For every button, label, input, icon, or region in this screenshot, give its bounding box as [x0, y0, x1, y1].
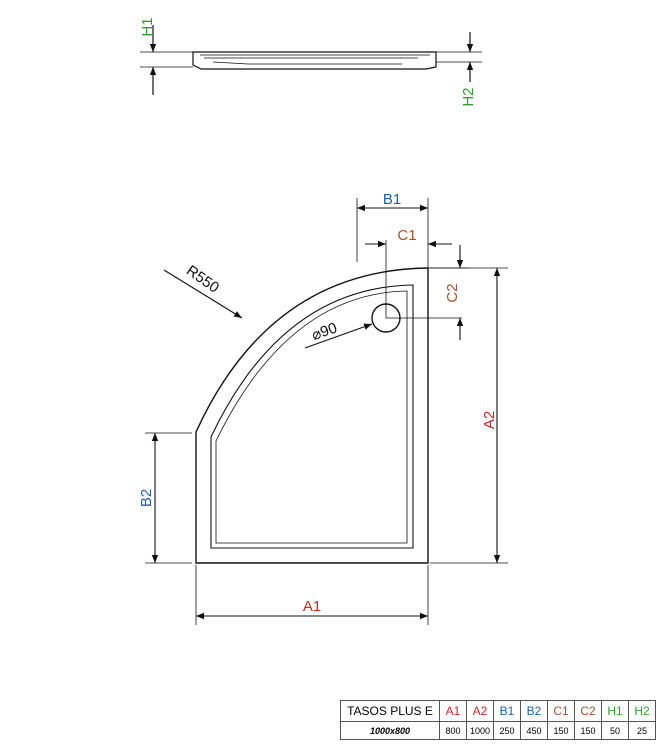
side-view: [140, 25, 482, 95]
spec-header-b2: B2: [520, 700, 548, 722]
spec-header-c2: C2: [574, 700, 602, 722]
spec-table: TASOS PLUS E A1 A2 B1 B2 C1 C2 H1 H2 100…: [340, 700, 656, 740]
spec-value-h2: 25: [628, 721, 656, 740]
spec-value-row: 1000x800 800 1000 250 450 150 150 50 25: [340, 721, 656, 740]
spec-value-b2: 450: [520, 721, 548, 740]
spec-header-h2: H2: [628, 700, 656, 722]
spec-header-b1: B1: [493, 700, 521, 722]
label-b1: B1: [383, 191, 401, 208]
tray-side-profile: [192, 51, 437, 70]
plan-view: [145, 198, 508, 625]
spec-value-h1: 50: [601, 721, 629, 740]
label-c1: C1: [397, 227, 416, 244]
spec-header-row: TASOS PLUS E A1 A2 B1 B2 C1 C2 H1 H2: [340, 700, 656, 722]
spec-value-a1: 800: [439, 721, 467, 740]
label-a2: A2: [481, 411, 498, 429]
label-drain-diameter: ⌀90: [309, 319, 339, 344]
spec-header-c1: C1: [547, 700, 575, 722]
spec-header-a2: A2: [466, 700, 494, 722]
spec-size: 1000x800: [340, 721, 440, 740]
label-radius: R550: [183, 262, 222, 296]
label-h1: H1: [139, 17, 156, 36]
spec-value-b1: 250: [493, 721, 521, 740]
tray-inner-basin: [210, 284, 414, 549]
spec-model-name: TASOS PLUS E: [340, 700, 440, 722]
label-h2: H2: [460, 87, 477, 106]
spec-value-c1: 150: [547, 721, 575, 740]
spec-value-c2: 150: [574, 721, 602, 740]
spec-header-a1: A1: [439, 700, 467, 722]
tray-inner-rim: [215, 290, 408, 544]
label-c2: C2: [444, 283, 461, 302]
spec-value-a2: 1000: [466, 721, 494, 740]
label-a1: A1: [303, 598, 321, 615]
spec-header-h1: H1: [601, 700, 629, 722]
tray-side-inner: [200, 54, 430, 65]
tray-outline: [195, 267, 429, 564]
label-b2: B2: [138, 489, 155, 507]
